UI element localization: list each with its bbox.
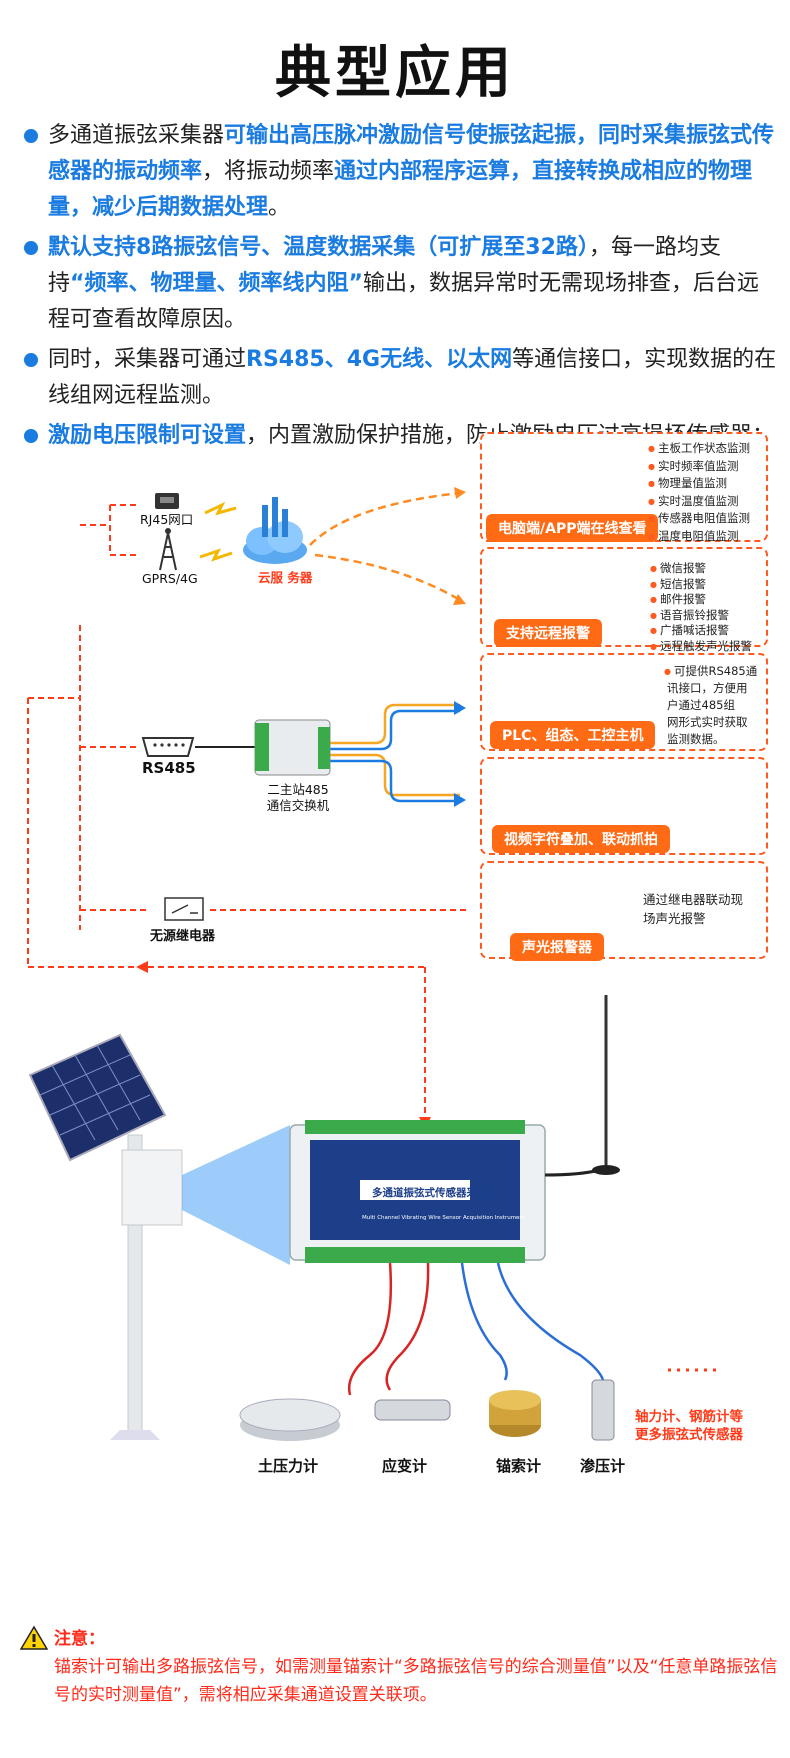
feature-item: 实时频率值监测	[648, 458, 750, 476]
remote-alarm-features: 微信报警短信报警邮件报警语音振铃报警广播喊话报警远程触发声光报警	[650, 561, 752, 654]
online-view-features: 主板工作状态监测实时频率值监测物理量值监测实时温度值监测传感器电阻值监测温度电阻…	[648, 440, 750, 545]
remote-alarm-card: 支持远程报警 微信报警短信报警邮件报警语音振铃报警广播喊话报警远程触发声光报警	[480, 547, 768, 653]
device-name-en: Multi Channel Vibrating Wire Sensor Acqu…	[362, 1215, 526, 1221]
body-text: 输出，数据异常时无需现场排查，后台远程可查看故障原因。	[48, 271, 759, 332]
highlight-text: 激励电压限制可设置	[48, 423, 247, 448]
body-text: 多通道振弦采集器	[48, 123, 225, 148]
note-body: 锚索计可输出多路振弦信号，如需测量锚索计“多路振弦信号的综合测量值”以及“任意单…	[54, 1657, 778, 1705]
anchor-cable-meter-label: 锚索计	[496, 1457, 542, 1475]
feature-bullet: 默认支持8路振弦信号、温度数据采集（可扩展至32路），每一路均支持“频率、物理量…	[22, 230, 778, 338]
relay-label: 无源继电器	[150, 929, 216, 944]
alarm-item: 微信报警	[650, 561, 752, 577]
video-card: 视频字符叠加、联动抓拍	[480, 757, 768, 855]
note-head-text: 注意：	[54, 1629, 105, 1649]
online-view-card: 电脑端/APP端在线查看 主板工作状态监测实时频率值监测物理量值监测实时温度值监…	[480, 432, 768, 545]
plc-text-line: 监测数据。	[667, 732, 725, 746]
highlight-text: 通过内部程序运算，直接转换成相应的物理量，减少后期数据处理	[48, 159, 753, 220]
sound-light-alarm-description: 通过继电器联动现场声光报警	[640, 891, 743, 929]
alarm-item: 短信报警	[650, 577, 752, 593]
strain-gauge-label: 应变计	[382, 1457, 428, 1475]
remote-alarm-tag: 支持远程报警	[494, 619, 602, 647]
body-text: 同时，采集器可通过	[48, 347, 247, 372]
bullet-dot-icon	[24, 353, 38, 367]
plc-tag: PLC、组态、工控主机	[490, 721, 656, 749]
plc-text-line: 网形式实时获取	[667, 715, 748, 729]
light-text-line: 通过继电器联动现	[643, 892, 744, 907]
sound-light-alarm-card: 声光报警器 通过继电器联动现场声光报警	[480, 861, 768, 961]
alarm-item: 语音振铃报警	[650, 608, 752, 624]
highlight-text: 默认支持8路振弦信号、温度数据采集（可扩展至32路）	[48, 235, 589, 260]
alarm-item: 邮件报警	[650, 592, 752, 608]
note-box: 注意： 锚索计可输出多路振弦信号，如需测量锚索计“多路振弦信号的综合测量值”以及…	[20, 1625, 780, 1709]
page-title: 典型应用	[275, 41, 515, 106]
device-name: 多通道振弦式传感器采集仪	[372, 1187, 498, 1199]
piezometer-label: 渗压计	[580, 1457, 626, 1475]
plc-text-line: 讯接口，方便用	[667, 681, 748, 695]
bullet-dot-icon	[24, 129, 38, 143]
cloud-server-label: 云服 务器	[258, 570, 313, 585]
feature-bullet: 多通道振弦采集器可输出高压脉冲激励信号使振弦起振，同时采集振弦式传感器的振动频率…	[22, 118, 778, 226]
gprs-label: GPRS/4G	[142, 571, 198, 586]
light-text-line: 场声光报警	[643, 911, 706, 926]
feature-item: 温度电阻值监测	[648, 528, 750, 546]
plc-card: PLC、组态、工控主机 可提供RS485通讯接口，方便用户通过485组网形式实时…	[480, 653, 768, 751]
more-sensors-line-1: 轴力计、钢筋计等	[635, 1409, 743, 1425]
video-tag: 视频字符叠加、联动抓拍	[492, 825, 670, 853]
warning-icon	[20, 1625, 48, 1650]
plc-text-line: 户通过485组	[667, 698, 735, 712]
highlight-text: RS485、4G无线、以太网	[246, 347, 513, 372]
switch-label-2: 通信交换机	[266, 798, 330, 813]
more-sensors-line-2: 更多振弦式传感器	[635, 1427, 743, 1443]
bullet-dot-icon	[24, 241, 38, 255]
highlight-text: 可输出高压脉冲激励信号使振弦起振，同时采集振弦式传感器的振动频率	[48, 123, 775, 184]
body-text: ，每一路均支持	[48, 235, 721, 296]
bullet-dot-icon	[24, 429, 38, 443]
highlight-text: “频率、物理量、频率线内阻”	[70, 271, 363, 296]
sound-light-alarm-tag: 声光报警器	[510, 933, 604, 961]
feature-bullet: 同时，采集器可通过RS485、4G无线、以太网等通信接口，实现数据的在线组网远程…	[22, 342, 778, 414]
alarm-item: 广播喊话报警	[650, 623, 752, 639]
feature-item: 实时温度值监测	[648, 493, 750, 511]
feature-list: 多通道振弦采集器可输出高压脉冲激励信号使振弦起振，同时采集振弦式传感器的振动频率…	[22, 118, 778, 458]
body-text: ，将振动频率	[202, 159, 335, 184]
feature-item: 主板工作状态监测	[648, 440, 750, 458]
rj45-label: RJ45网口	[140, 512, 194, 527]
plc-text-line: 可提供RS485通	[664, 663, 757, 680]
alarm-item: 远程触发声光报警	[650, 639, 752, 655]
body-text: 等通信接口，实现数据的在线组网远程监测。	[48, 347, 777, 408]
body-text: 。	[268, 195, 291, 220]
switch-label-1: 二主站485	[267, 782, 329, 797]
note-heading: 注意：	[20, 1625, 780, 1653]
earth-pressure-gauge-label: 土压力计	[258, 1457, 319, 1475]
application-diagram: RJ45网口 GPRS/4G 云服 务器 RS485 二主站485 通信交换机 …	[0, 432, 790, 1605]
rs485-label: RS485	[142, 759, 196, 777]
feature-item: 传感器电阻值监测	[648, 510, 750, 528]
feature-item: 物理量值监测	[648, 475, 750, 493]
online-view-tag: 电脑端/APP端在线查看	[486, 514, 659, 542]
